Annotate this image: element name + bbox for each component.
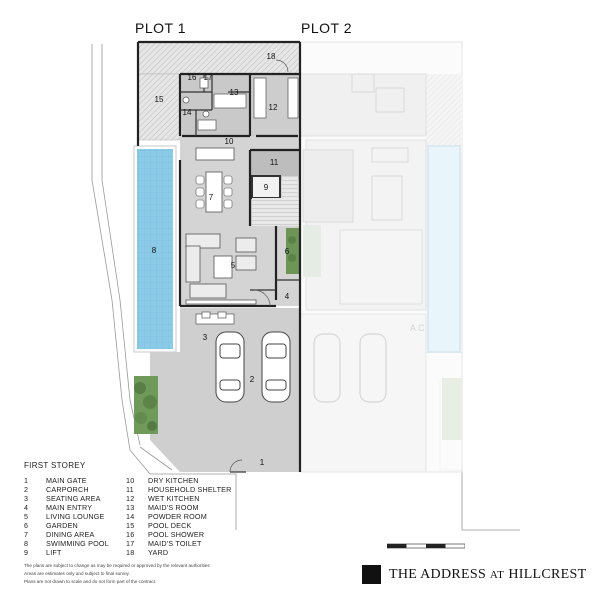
- room-number: 17: [204, 73, 213, 82]
- disclaimer-note: Areas are estimates only and subject to …: [24, 571, 130, 576]
- room-number: 2: [250, 375, 255, 384]
- car-1: [215, 331, 245, 403]
- scale-bar: [387, 543, 465, 549]
- car-2: [261, 331, 291, 403]
- living-furniture: [185, 233, 257, 305]
- room-number: 10: [225, 137, 234, 146]
- room-number: 14: [183, 108, 192, 117]
- room-number: 4: [285, 292, 290, 301]
- room-number: 9: [264, 183, 269, 192]
- brand-square-icon: [362, 565, 381, 584]
- svg-text:A C: A C: [410, 323, 425, 333]
- plot-2-label: PLOT 2: [301, 20, 352, 36]
- room-number: 16: [188, 73, 197, 82]
- room-number: 1: [260, 458, 265, 467]
- disclaimer-note: Plans are not drawn to scale and do not …: [24, 579, 157, 584]
- disclaimer-notes: The plans are subject to change as may b…: [24, 562, 354, 586]
- legend-title: FIRST STOREY: [24, 461, 86, 470]
- room-number: 15: [155, 95, 164, 104]
- brand-logo: THE ADDRESS AT HILLCREST: [362, 565, 586, 584]
- room-number: 5: [231, 261, 236, 270]
- disclaimer-note: The plans are subject to change as may b…: [24, 563, 210, 568]
- plot-2-plan: A C: [299, 41, 463, 473]
- plot-1-label: PLOT 1: [135, 20, 186, 36]
- room-number: 11: [270, 158, 279, 167]
- room-number: 12: [269, 103, 278, 112]
- room-number: 6: [285, 247, 290, 256]
- dining-table: [195, 171, 233, 213]
- room-number: 3: [203, 333, 208, 342]
- room-number-labels: 1 2 3 4 5 6 7 8 9 10 11 12 13 14 15 16 1…: [152, 52, 290, 467]
- brand-name: THE ADDRESS AT HILLCREST: [389, 566, 587, 582]
- room-number: 7: [209, 193, 214, 202]
- room-number: 8: [152, 246, 157, 255]
- room-number: 13: [230, 88, 239, 97]
- plot-1-plan: [133, 40, 302, 473]
- room-number: 18: [267, 52, 276, 61]
